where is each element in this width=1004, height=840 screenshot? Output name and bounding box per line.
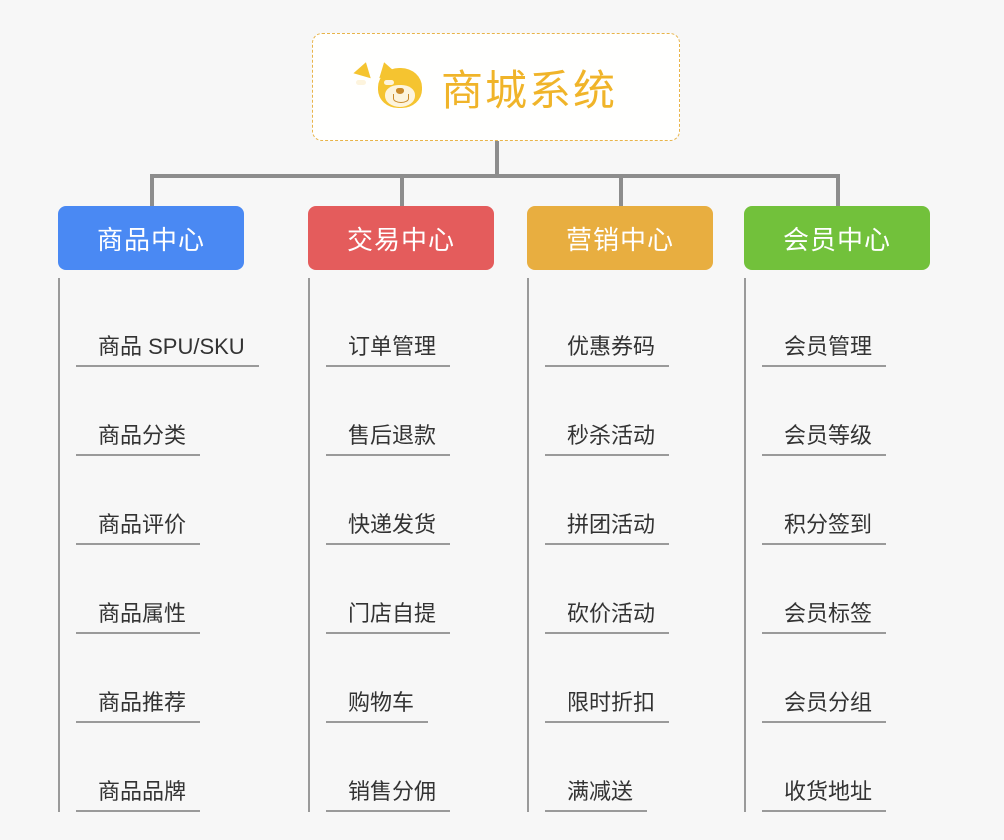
list-item-label: 优惠券码 <box>545 334 670 367</box>
list-item-label: 砍价活动 <box>545 601 670 634</box>
branch-list-marketing-center: 优惠券码 秒杀活动 拼团活动 砍价活动 限时折扣 满减送 <box>527 278 713 812</box>
list-item-label: 商品 SPU/SKU <box>76 334 259 367</box>
category-label: 会员中心 <box>782 224 891 255</box>
connector-drop-4 <box>836 174 840 206</box>
list-item-label: 会员等级 <box>762 423 887 456</box>
list-item-label: 商品评价 <box>76 512 201 545</box>
list-item-label: 购物车 <box>326 690 429 723</box>
list-item[interactable]: 会员等级 <box>762 367 930 456</box>
list-item[interactable]: 快递发货 <box>326 456 494 545</box>
list-item-label: 商品属性 <box>76 601 201 634</box>
list-item[interactable]: 商品 SPU/SKU <box>76 278 259 367</box>
root-title: 商城系统 <box>440 66 617 114</box>
list-item-label: 会员标签 <box>762 601 887 634</box>
list-item[interactable]: 砍价活动 <box>545 545 713 634</box>
list-item[interactable]: 订单管理 <box>326 278 494 367</box>
branch-list-product-center: 商品 SPU/SKU 商品分类 商品评价 商品属性 商品推荐 商品品牌 <box>58 278 259 812</box>
list-item-label: 会员分组 <box>762 690 887 723</box>
list-item-label: 满减送 <box>545 779 648 812</box>
list-item[interactable]: 会员分组 <box>762 634 930 723</box>
category-header-marketing-center[interactable]: 营销中心 <box>527 206 713 270</box>
category-header-product-center[interactable]: 商品中心 <box>58 206 244 270</box>
list-item-label: 限时折扣 <box>545 690 670 723</box>
category-label: 商品中心 <box>96 224 205 255</box>
list-item[interactable]: 商品评价 <box>76 456 244 545</box>
list-item[interactable]: 商品属性 <box>76 545 244 634</box>
branch-column-member-center: 会员中心 会员管理 会员等级 积分签到 会员标签 会员分组 收货地址 <box>744 206 930 812</box>
list-item-label: 会员管理 <box>762 334 887 367</box>
list-item[interactable]: 满减送 <box>545 723 713 812</box>
list-item[interactable]: 门店自提 <box>326 545 494 634</box>
list-item-label: 售后退款 <box>326 423 451 456</box>
list-item[interactable]: 销售分佣 <box>326 723 494 812</box>
list-item-label: 商品推荐 <box>76 690 201 723</box>
category-label: 交易中心 <box>346 224 455 255</box>
list-item-label: 收货地址 <box>762 779 887 812</box>
shiba-dog-icon <box>353 59 427 113</box>
list-item[interactable]: 拼团活动 <box>545 456 713 545</box>
branch-list-member-center: 会员管理 会员等级 积分签到 会员标签 会员分组 收货地址 <box>744 278 930 812</box>
category-header-trade-center[interactable]: 交易中心 <box>308 206 494 270</box>
list-item[interactable]: 商品品牌 <box>76 723 244 812</box>
list-item-label: 销售分佣 <box>326 779 451 812</box>
list-item-label: 拼团活动 <box>545 512 670 545</box>
list-item[interactable]: 限时折扣 <box>545 634 713 723</box>
list-item[interactable]: 购物车 <box>326 634 494 723</box>
list-item-label: 订单管理 <box>326 334 451 367</box>
connector-drop-3 <box>619 174 623 206</box>
list-item[interactable]: 商品推荐 <box>76 634 244 723</box>
list-item-label: 商品分类 <box>76 423 201 456</box>
list-item-label: 快递发货 <box>326 512 451 545</box>
list-item-label: 积分签到 <box>762 512 887 545</box>
list-item-label: 门店自提 <box>326 601 451 634</box>
branch-column-marketing-center: 营销中心 优惠券码 秒杀活动 拼团活动 砍价活动 限时折扣 满减送 <box>527 206 713 812</box>
connector-drop-2 <box>400 174 404 206</box>
root-node[interactable]: 商城系统 <box>312 33 680 141</box>
list-item-label: 秒杀活动 <box>545 423 670 456</box>
connector-drop-1 <box>150 174 154 206</box>
list-item[interactable]: 秒杀活动 <box>545 367 713 456</box>
list-item[interactable]: 会员标签 <box>762 545 930 634</box>
list-item-label: 商品品牌 <box>76 779 201 812</box>
list-item[interactable]: 积分签到 <box>762 456 930 545</box>
category-label: 营销中心 <box>565 224 674 255</box>
branch-list-trade-center: 订单管理 售后退款 快递发货 门店自提 购物车 销售分佣 <box>308 278 494 812</box>
connector-root-stem <box>495 141 499 176</box>
list-item[interactable]: 会员管理 <box>762 278 930 367</box>
connector-horizontal-bus <box>150 174 840 178</box>
list-item[interactable]: 优惠券码 <box>545 278 713 367</box>
branch-column-trade-center: 交易中心 订单管理 售后退款 快递发货 门店自提 购物车 销售分佣 <box>308 206 494 812</box>
list-item[interactable]: 商品分类 <box>76 367 244 456</box>
list-item[interactable]: 售后退款 <box>326 367 494 456</box>
list-item[interactable]: 收货地址 <box>762 723 930 812</box>
branch-column-product-center: 商品中心 商品 SPU/SKU 商品分类 商品评价 商品属性 商品推荐 商品品牌 <box>58 206 259 812</box>
category-header-member-center[interactable]: 会员中心 <box>744 206 930 270</box>
